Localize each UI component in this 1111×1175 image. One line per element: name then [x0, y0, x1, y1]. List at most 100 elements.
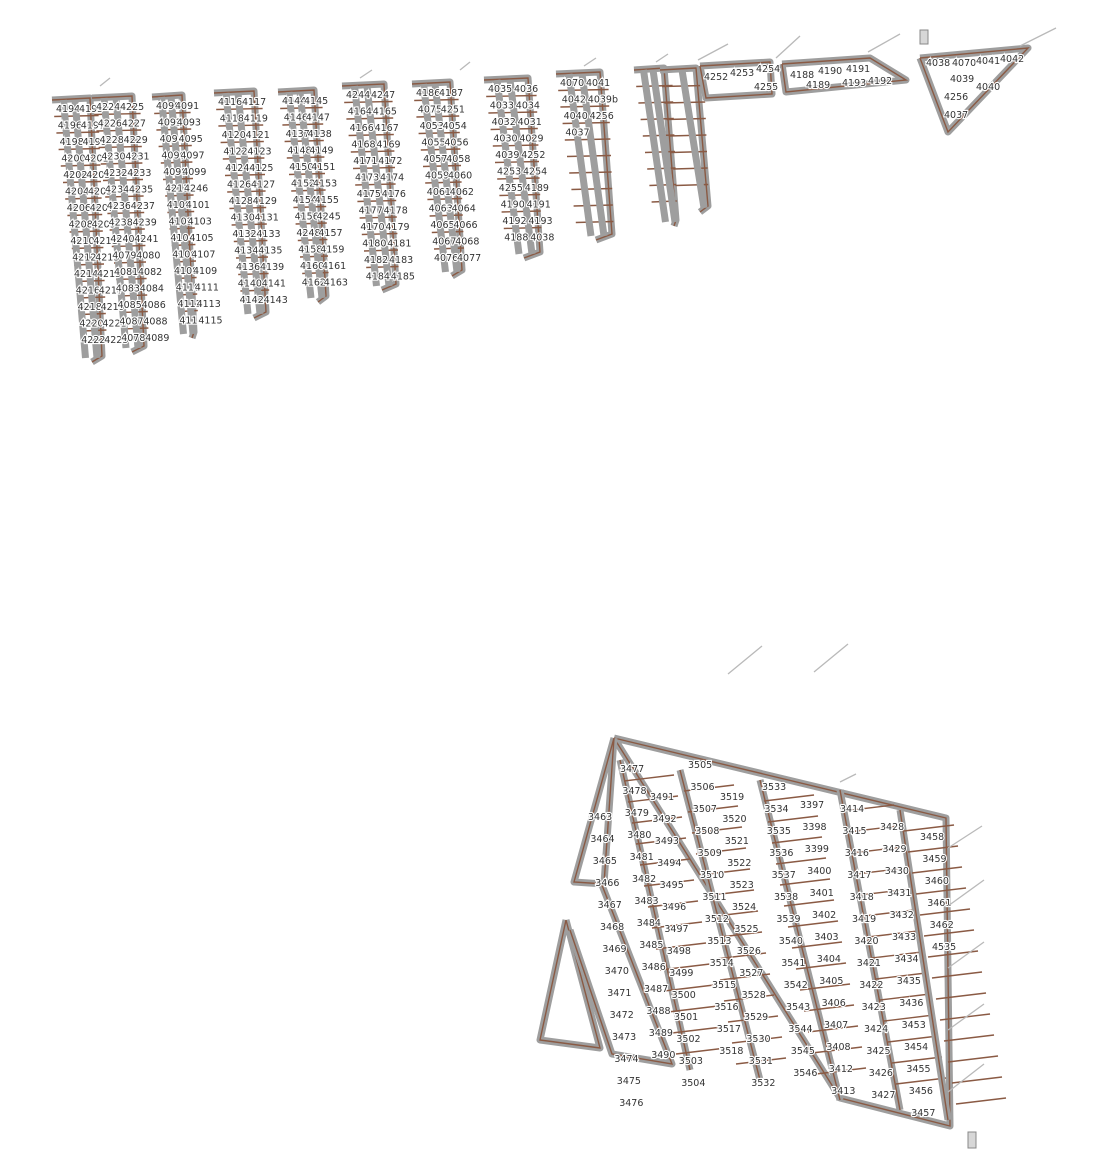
plot-number: 4077	[457, 253, 481, 264]
cell-divider	[767, 815, 819, 823]
plot-number: 3435	[897, 976, 921, 987]
frame-beam-edge	[759, 779, 841, 1101]
plot-number: 4039	[950, 74, 974, 85]
plot-number: 4128	[229, 196, 253, 207]
frame-beam-edge	[613, 737, 951, 1127]
plot-number: 3424	[864, 1024, 888, 1035]
plot-number: 4230	[101, 152, 125, 163]
plot-number: 3429	[882, 844, 906, 855]
plot-number: 4103	[188, 217, 212, 228]
plot-number: 4138	[308, 129, 332, 140]
cell-divider	[627, 795, 679, 803]
plot-number: 3494	[657, 858, 681, 869]
cell-divider	[643, 879, 695, 887]
plot-number: 4135	[258, 246, 282, 257]
plot-number: 4142	[240, 295, 264, 306]
plot-number: 3454	[904, 1042, 928, 1053]
plot-number: 4037	[944, 110, 968, 121]
plot-number: 4057	[423, 154, 447, 165]
plot-number: 4252	[521, 150, 545, 161]
plot-number: 4194	[56, 104, 80, 115]
plot-number: 4149	[309, 146, 333, 157]
plot-number: 4126	[227, 180, 251, 191]
plot-number: 3455	[906, 1064, 930, 1075]
plot-number: 4183	[389, 255, 413, 266]
plot-number: 4166	[350, 123, 374, 134]
plot-number: 4159	[320, 245, 344, 256]
survey-pole	[947, 1063, 985, 1093]
cell-divider	[715, 952, 767, 960]
survey-pole	[947, 1003, 985, 1031]
plot-number: 4123	[247, 147, 271, 158]
plot-number: 4141	[262, 279, 286, 290]
cell-divider	[668, 134, 707, 137]
plot-number: 4041	[586, 78, 610, 89]
plot-number: 4111	[195, 283, 219, 294]
plot-number: 3487	[644, 984, 668, 995]
cell-divider	[859, 888, 911, 896]
plot-number: 4255	[499, 183, 523, 194]
plot-number: 4213	[165, 184, 189, 195]
plot-number: 4185	[391, 272, 415, 283]
plot-number: 3526	[737, 946, 761, 957]
plot-number: 4255	[754, 82, 778, 93]
plot-number: 4086	[142, 300, 166, 311]
frame-beam-edge	[619, 759, 691, 1071]
plot-number: 4216	[76, 286, 100, 297]
cell-divider	[503, 226, 542, 230]
column-beam	[431, 83, 461, 273]
plot-number: 4210	[70, 236, 94, 247]
cell-divider	[429, 214, 463, 217]
plot-number: 4079	[112, 251, 136, 262]
plot-number: 4094	[160, 134, 184, 145]
plot-number: 4234	[105, 185, 129, 196]
frame-beam-edge	[483, 77, 541, 259]
plot-number: 3495	[660, 880, 684, 891]
plot-number: 3506	[690, 782, 714, 793]
plot-number: 3533	[762, 782, 786, 793]
column-beam	[649, 69, 679, 223]
plot-number: 4037	[565, 128, 589, 139]
plot-number: 4064	[452, 204, 476, 215]
frame-beam-edge	[539, 919, 601, 1049]
plot-number: 4188	[504, 233, 528, 244]
cell-divider	[639, 858, 691, 866]
frame-beam-edge	[633, 67, 677, 227]
plot-number: 3433	[892, 932, 916, 943]
plot-number: 4088	[143, 317, 167, 328]
plot-number: 4120	[222, 130, 246, 141]
plot-number: 4213	[95, 253, 119, 264]
plot-number: 4177	[359, 206, 383, 217]
plot-number: 4144	[282, 96, 306, 107]
plot-number: 3537	[772, 870, 796, 881]
plot-number: 3471	[607, 988, 631, 999]
plot-number: 4209	[92, 220, 116, 231]
plot-number: 3532	[751, 1078, 775, 1089]
plot-number: 4203	[86, 170, 110, 181]
plot-number: 4029	[519, 134, 543, 145]
cell-divider	[903, 824, 955, 832]
plot-number: 3398	[802, 822, 826, 833]
plot-number: 4165	[373, 107, 397, 118]
survey-markers	[99, 27, 1057, 1149]
plot-number: 4202	[63, 170, 87, 181]
plot-number: 4107	[191, 250, 215, 261]
plot-number: 3482	[632, 874, 656, 885]
plot-number: 4117	[242, 97, 266, 108]
plot-number: 3505	[688, 760, 712, 771]
cell-divider	[783, 899, 835, 907]
column-beam	[565, 73, 595, 237]
frame-beam-edge	[555, 71, 613, 241]
plot-number: 4161	[322, 261, 346, 272]
plot-number: 4136	[236, 262, 260, 273]
cell-divider	[573, 204, 613, 207]
plot-number: 3478	[622, 786, 646, 797]
plot-number: 4193	[528, 216, 552, 227]
plot-number: 4096	[161, 151, 185, 162]
plot-number: 3509	[698, 848, 722, 859]
plot-number: 4215	[97, 269, 121, 280]
plot-number: 4108	[174, 266, 198, 277]
plot-number: 3474	[614, 1054, 638, 1065]
plot-number: 4033	[490, 101, 514, 112]
plot-number: 4076	[434, 253, 458, 264]
